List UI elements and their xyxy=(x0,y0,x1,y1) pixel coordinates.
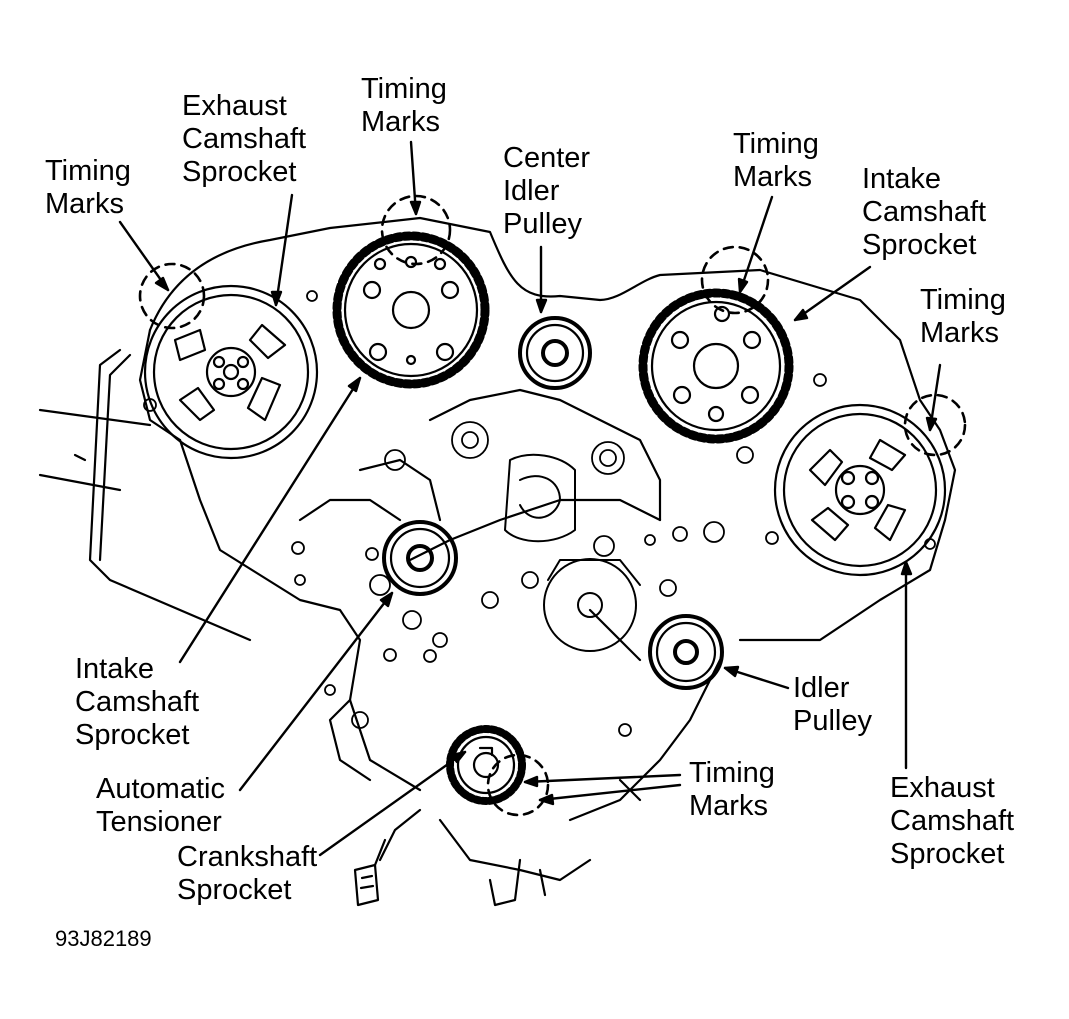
label-center-idler-pulley: Center Idler Pulley xyxy=(503,142,591,240)
timing-mark-circles xyxy=(138,194,967,817)
engine-block-outline xyxy=(38,216,957,907)
water-pump-housing xyxy=(504,453,641,652)
idler-pulley xyxy=(648,614,724,690)
label-exhaust-camshaft-sprocket-right: Exhaust Camshaft Sprocket xyxy=(890,772,1015,870)
intake-camshaft-sprocket-right xyxy=(638,288,794,444)
center-idler-pulley xyxy=(518,316,592,390)
label-timing-marks-bottom: Timing Marks xyxy=(689,757,775,822)
exhaust-camshaft-sprocket-right xyxy=(773,403,947,577)
intake-camshaft-sprocket-left xyxy=(332,231,490,389)
leader-arrows xyxy=(118,140,942,857)
figure-code: 93J82189 xyxy=(55,926,152,951)
label-timing-marks-right-top: Timing Marks xyxy=(733,128,819,193)
label-timing-marks-top: Timing Marks xyxy=(361,73,447,138)
label-exhaust-camshaft-sprocket-left: Exhaust Camshaft Sprocket xyxy=(182,90,307,188)
bolt-holes xyxy=(143,290,936,737)
label-timing-marks-far-right: Timing Marks xyxy=(920,284,1006,349)
label-crankshaft-sprocket: Crankshaft Sprocket xyxy=(177,841,318,906)
crankshaft-sprocket xyxy=(446,725,526,805)
label-intake-camshaft-sprocket-left: Intake Camshaft Sprocket xyxy=(75,653,200,751)
label-automatic-tensioner: Automatic Tensioner xyxy=(96,773,225,838)
label-timing-marks-left: Timing Marks xyxy=(45,155,131,220)
automatic-tensioner-pulley xyxy=(382,520,458,596)
exhaust-camshaft-sprocket-left xyxy=(143,284,319,460)
label-intake-camshaft-sprocket-right: Intake Camshaft Sprocket xyxy=(862,163,987,261)
label-idler-pulley: Idler Pulley xyxy=(793,672,872,737)
